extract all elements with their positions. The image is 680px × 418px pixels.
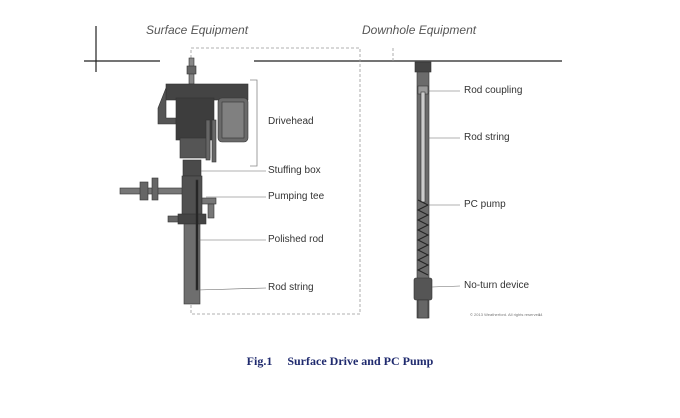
label-rod-string-surface: Rod string: [268, 282, 314, 293]
inner-rod: [420, 91, 426, 203]
rod-coupling-top: [414, 61, 432, 73]
label-drivehead: Drivehead: [268, 116, 314, 127]
casing-valve-left: [167, 215, 179, 223]
no-turn-device-body: [413, 277, 433, 301]
drive-rod-2: [211, 119, 217, 163]
label-pc-pump: PC pump: [464, 199, 506, 210]
tee-side-pipe-2: [207, 203, 215, 219]
flowline-valve-2: [151, 177, 159, 201]
label-pumping-tee: Pumping tee: [268, 191, 325, 202]
drivehead-lower-frame: [179, 137, 211, 159]
surface-leader-lines: [197, 170, 267, 291]
tubing-bottom: [417, 299, 429, 319]
stuffing-box-body: [182, 159, 202, 177]
polished-rod: [195, 179, 199, 291]
label-no-turn-device: No-turn device: [464, 280, 530, 291]
leader-rod-string-surface: [197, 287, 267, 291]
label-rod-coupling: Rod coupling: [464, 85, 523, 96]
leader-no-turn-device: [431, 285, 461, 288]
motor-fins: [221, 101, 245, 139]
surface-equipment-header: Surface Equipment: [146, 23, 249, 37]
surface-equipment: [119, 57, 249, 305]
downhole-leader-lines: [428, 90, 461, 288]
downhole-equipment: [413, 61, 433, 319]
copyright-notice: © 2013 Weatherford. All rights reserved.: [470, 312, 542, 317]
flowline-valve: [139, 181, 149, 201]
pc-pump-helix: [416, 199, 430, 276]
label-polished-rod: Polished rod: [268, 234, 324, 245]
casing-flange: [177, 213, 207, 225]
page-number: 14: [538, 312, 543, 317]
figure-caption: Fig.1 Surface Drive and PC Pump: [0, 354, 680, 369]
tee-side-pipe: [201, 197, 217, 205]
drive-shaft-clamp: [186, 65, 197, 75]
drivehead-frame-top: [165, 83, 249, 101]
drivehead-bracket: [250, 79, 258, 167]
caption-title: Surface Drive and PC Pump: [287, 354, 434, 368]
pumping-tee-body: [181, 175, 203, 217]
downhole-equipment-header: Downhole Equipment: [362, 23, 477, 37]
label-rod-string-downhole: Rod string: [464, 132, 510, 143]
drive-rod: [205, 119, 211, 161]
label-stuffing-box: Stuffing box: [268, 165, 321, 176]
caption-number: Fig.1: [246, 354, 273, 368]
